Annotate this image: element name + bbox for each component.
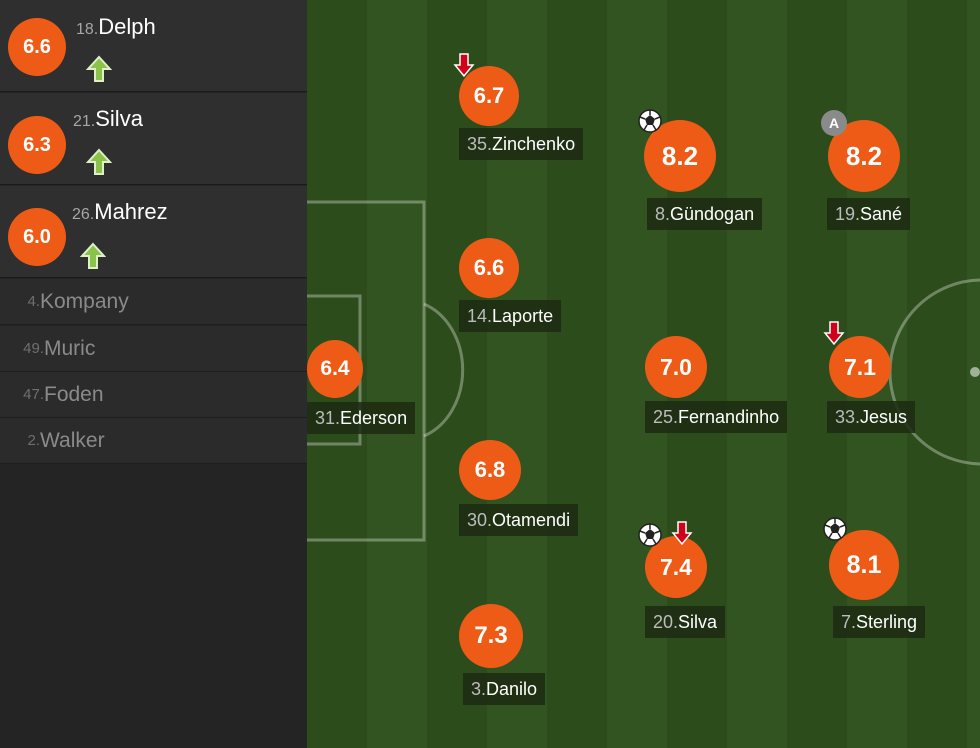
football-icon [823, 517, 847, 541]
player-name: Otamendi [492, 510, 571, 530]
rating-badge: 6.4 [307, 340, 363, 398]
rating-badge: 6.6 [8, 18, 66, 76]
player-label: 3.Danilo [463, 673, 546, 705]
bench-player-row[interactable]: 2. Walker [0, 418, 307, 464]
player-number: 2. [27, 432, 40, 449]
player-number: 7. [841, 612, 857, 632]
rating-badge: 7.3 [459, 604, 523, 668]
player-number: 49. [23, 340, 44, 357]
player-name: Silva [95, 106, 143, 131]
player-number: 3. [471, 679, 487, 699]
player-name: Foden [44, 382, 104, 406]
rating-badge: 6.3 [8, 116, 66, 174]
subbed-on-arrow-icon [80, 242, 106, 269]
pitch: 6.4 31.Ederson 6.7 35.Zinchenko 6.6 14.L… [307, 0, 980, 748]
player-label: 19.Sané [827, 198, 911, 230]
rating-badge: 7.1 [829, 336, 891, 398]
player-label: 30.Otamendi [459, 504, 579, 536]
rating-badge: 6.6 [459, 238, 519, 298]
subbed-on-arrow-icon [86, 148, 112, 175]
player-number: 20. [653, 612, 679, 632]
player-number: 4. [27, 293, 40, 310]
player-label: 25.Fernandinho [645, 401, 788, 433]
football-icon [638, 523, 662, 547]
rating-badge: 6.0 [8, 208, 66, 266]
player-label: 8.Gündogan [647, 198, 763, 230]
rating-badge: 7.4 [645, 536, 707, 598]
rating-badge: 7.0 [645, 336, 707, 398]
player-name: Delph [98, 14, 156, 39]
player-name: Danilo [486, 679, 538, 699]
player-name: Gündogan [670, 204, 755, 224]
rating-badge: 6.8 [459, 440, 521, 500]
player-name: Kompany [40, 289, 129, 313]
subbed-off-arrow-icon [671, 521, 693, 546]
player-name: Fernandinho [678, 407, 780, 427]
player-label: 33.Jesus [827, 401, 916, 433]
player-number: 33. [835, 407, 861, 427]
player-name: Silva [678, 612, 718, 632]
player-number: 47. [23, 386, 44, 403]
rating-badge: 6.7 [459, 66, 519, 126]
subbed-off-arrow-icon [453, 53, 475, 78]
player-name: Sané [860, 204, 903, 224]
substitute-row[interactable]: 6.3 21.Silva [0, 93, 307, 185]
substitute-row[interactable]: 6.6 18.Delph [0, 0, 307, 92]
player-name: Jesus [860, 407, 908, 427]
player-name: Muric [44, 336, 96, 360]
bench-panel: 6.6 18.Delph 6.3 21.Silva 6.0 26.Mahrez … [0, 0, 307, 748]
player-number: 35. [467, 134, 493, 154]
player-number: 19. [835, 204, 861, 224]
player-number: 18. [76, 21, 99, 38]
player-number: 14. [467, 306, 493, 326]
subbed-on-arrow-icon [86, 55, 112, 82]
bench-player-row[interactable]: 4. Kompany [0, 279, 307, 325]
player-number: 25. [653, 407, 679, 427]
player-label: 31.Ederson [307, 402, 416, 434]
player-name: Zinchenko [492, 134, 576, 154]
player-number: 21. [73, 113, 96, 130]
player-number: 30. [467, 510, 493, 530]
player-number: 26. [72, 206, 95, 223]
captain-badge-icon: A [821, 110, 847, 136]
player-number: 8. [655, 204, 671, 224]
player-name: Ederson [340, 408, 408, 428]
player-number: 31. [315, 408, 341, 428]
rating-badge: 8.2 [644, 120, 716, 192]
player-name: Walker [40, 428, 105, 452]
subbed-off-arrow-icon [823, 321, 845, 346]
bench-player-row[interactable]: 49. Muric [0, 326, 307, 372]
player-name: Laporte [492, 306, 554, 326]
football-icon [638, 109, 662, 133]
player-label: 20.Silva [645, 606, 726, 638]
player-name: Sterling [856, 612, 918, 632]
bench-player-row[interactable]: 47. Foden [0, 372, 307, 418]
rating-badge: 8.1 [829, 530, 899, 600]
substitute-row[interactable]: 6.0 26.Mahrez [0, 186, 307, 278]
player-label: 14.Laporte [459, 300, 562, 332]
player-label: 7.Sterling [833, 606, 926, 638]
player-name: Mahrez [94, 199, 168, 224]
player-number-name: 21.Silva [73, 106, 143, 132]
player-label: 35.Zinchenko [459, 128, 584, 160]
player-number-name: 26.Mahrez [72, 199, 168, 225]
player-number-name: 18.Delph [76, 14, 156, 40]
